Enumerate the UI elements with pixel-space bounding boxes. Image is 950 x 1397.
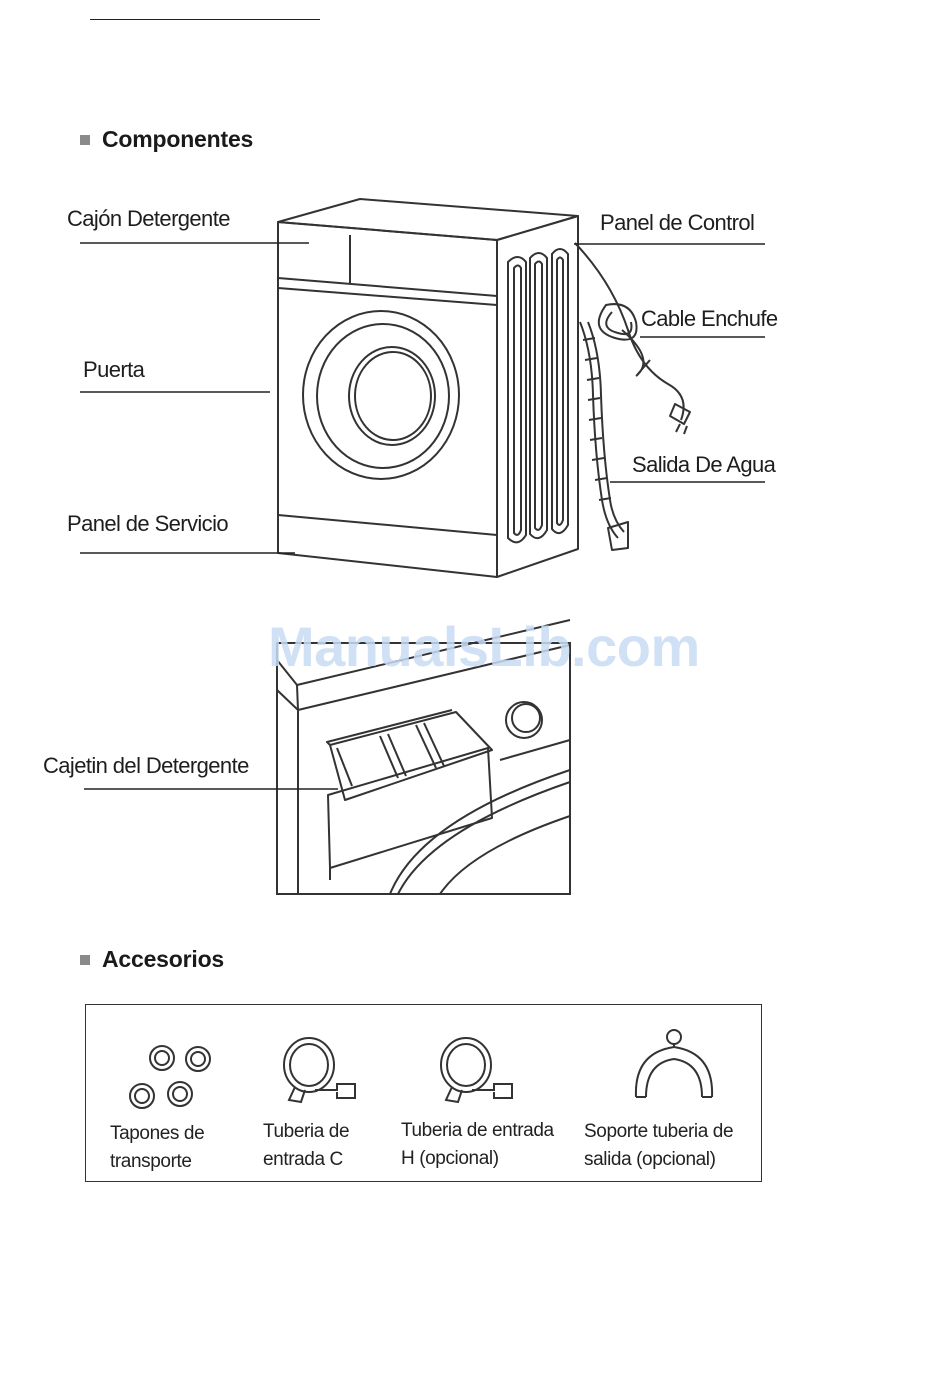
outlet-hose-support-icon — [628, 1025, 718, 1105]
label-detergent-drawer: Cajón Detergente — [67, 206, 230, 232]
accessory-outlet-support-label: Soporte tuberia de salida (opcional) — [584, 1118, 733, 1174]
accessories-heading: Accesorios — [80, 946, 224, 973]
watermark-text: ManualsLib.com — [268, 614, 700, 679]
washing-machine-illustration — [0, 0, 950, 600]
label-water-outlet: Salida De Agua — [632, 452, 775, 478]
inlet-hose-c-icon — [275, 1032, 365, 1112]
transport-plugs-icon — [125, 1040, 215, 1110]
label-power-cable: Cable Enchufe — [641, 306, 778, 332]
accessory-inlet-hose-c-label: Tuberia de entrada C — [263, 1118, 349, 1174]
accessories-heading-text: Accesorios — [102, 946, 224, 973]
label-door: Puerta — [83, 357, 144, 383]
square-bullet-icon — [80, 955, 90, 965]
accessory-transport-plugs-label: Tapones de transporte — [110, 1120, 204, 1176]
label-detergent-box: Cajetin del Detergente — [43, 753, 249, 779]
label-service-panel: Panel de Servicio — [67, 511, 228, 537]
inlet-hose-h-icon — [432, 1032, 522, 1112]
label-control-panel: Panel de Control — [600, 210, 754, 236]
accessory-inlet-hose-h-label: Tuberia de entrada H (opcional) — [401, 1117, 554, 1173]
